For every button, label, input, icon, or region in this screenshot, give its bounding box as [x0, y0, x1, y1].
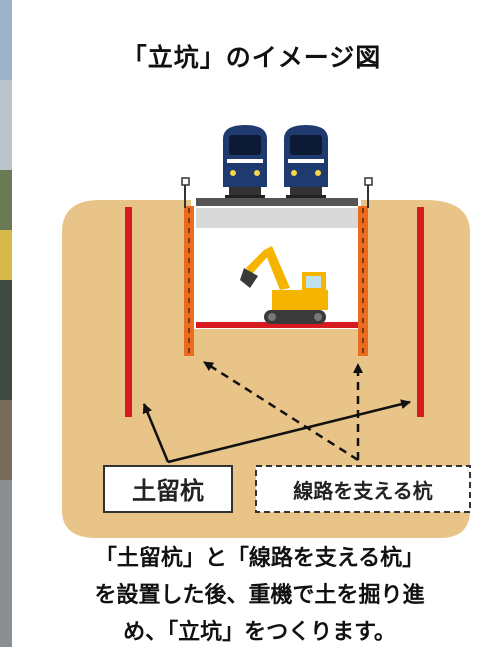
page-title: 「立坑」のイメージ図 [121, 43, 382, 72]
track-support-pile-right [358, 206, 368, 356]
support-beam [196, 322, 358, 328]
label-earth-retaining-piles: 土留杭 [103, 465, 233, 513]
caption-line-3: め、「立坑」をつくります。 [123, 620, 396, 645]
excavator-icon [240, 246, 328, 324]
caption-line-1: 「土留杭」と「線路を支える杭」 [94, 546, 425, 571]
label-earth-retaining-piles-text: 土留杭 [132, 477, 204, 505]
arrow-icon [142, 403, 170, 463]
photo-strip-image [0, 0, 12, 647]
rail-track [196, 198, 358, 206]
arrow-icon [167, 399, 411, 464]
track-deck [196, 208, 358, 228]
train-icon [284, 125, 328, 198]
signal-post-left [181, 177, 190, 208]
photo-strip [0, 0, 12, 647]
caption: 「土留杭」と「線路を支える杭」 を設置した後、重機で土を掘り進 め、「立坑」をつ… [22, 540, 497, 651]
label-track-support-piles: 線路を支える杭 [255, 465, 471, 513]
earth-retaining-pile-left [125, 207, 132, 417]
caption-line-2: を設置した後、重機で土を掘り進 [94, 583, 425, 608]
earth-retaining-pile-right [417, 207, 424, 417]
arrow-icon [203, 360, 359, 462]
label-track-support-piles-text: 線路を支える杭 [293, 479, 432, 503]
signal-post-right [364, 177, 373, 208]
train-icon [223, 125, 267, 198]
track-support-pile-left [184, 206, 194, 356]
